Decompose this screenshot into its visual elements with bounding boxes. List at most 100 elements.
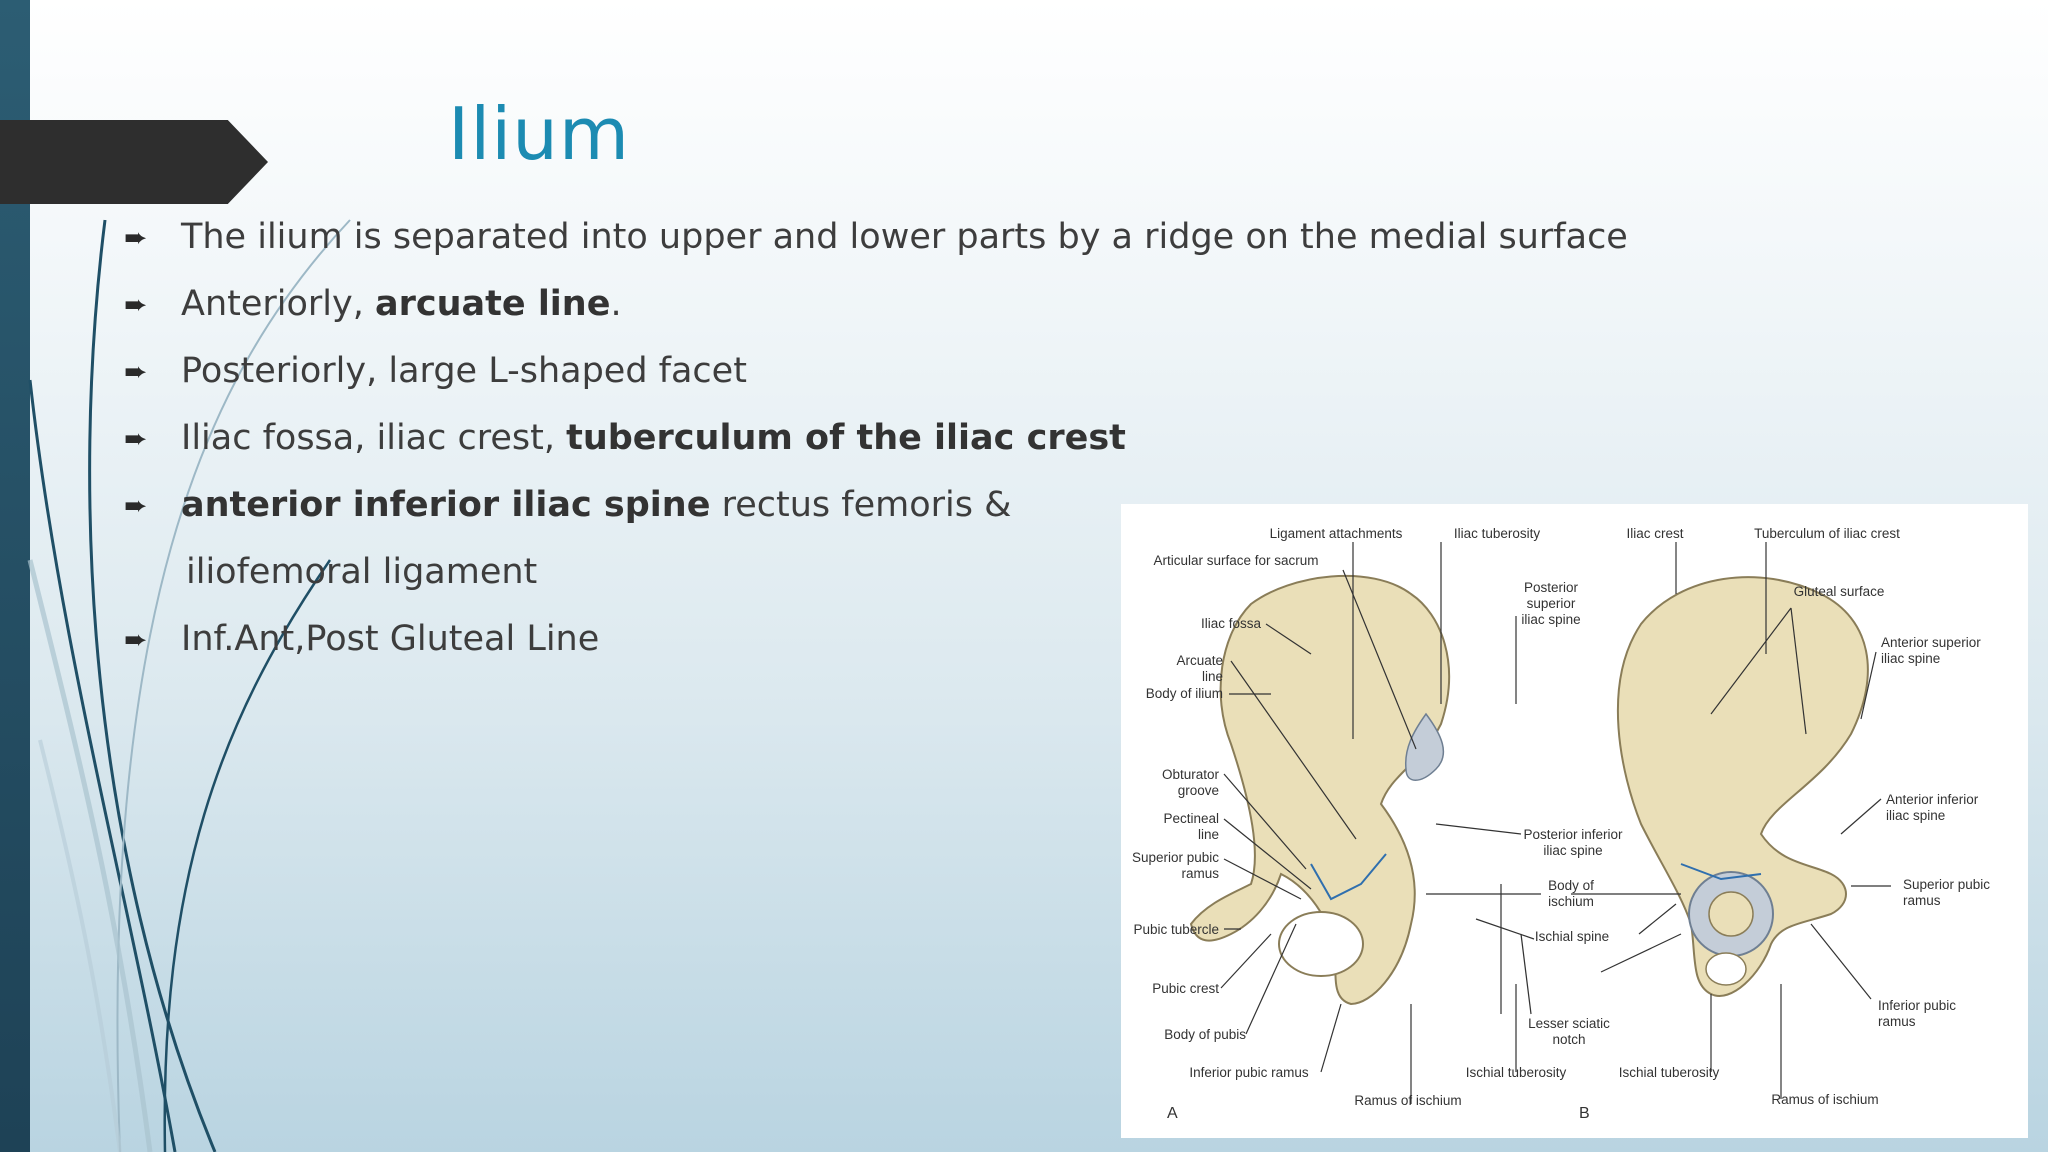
bullet-item: ➨Anteriorly, arcuate line. xyxy=(124,271,1624,338)
bullet-text-bold: arcuate line xyxy=(375,284,611,324)
leader-line xyxy=(1320,1003,1342,1073)
hip-bone-illustration: Ligament attachments Iliac tuberosity Ar… xyxy=(1132,526,1990,1122)
label-body-of-ilium: Body of ilium xyxy=(1146,686,1223,701)
bullet-text: Iliac fossa, iliac crest, tuberculum of … xyxy=(124,418,1126,458)
label-ligament-attachments: Ligament attachments xyxy=(1270,526,1403,541)
leader-line xyxy=(1342,569,1417,750)
bullet-text-part: rectus femoris & xyxy=(710,485,1012,525)
label-gluteal-surface: Gluteal surface xyxy=(1794,584,1885,599)
label-posterior-inferior-1: Posterior inferior xyxy=(1523,827,1623,842)
label-body-of-ischium-2: ischium xyxy=(1548,894,1594,909)
leader-line xyxy=(1520,933,1532,1015)
label-pubic-tubercle: Pubic tubercle xyxy=(1133,922,1219,937)
bullet-text-part: . xyxy=(610,284,622,324)
title-arrow-shape xyxy=(0,120,268,204)
label-ramus-of-ischium: Ramus of ischium xyxy=(1354,1093,1461,1108)
bullet-item: ➨ Inf.Ant,Post Gluteal Line xyxy=(124,606,1624,673)
decorative-curves xyxy=(27,219,351,1152)
pelvic-bone-figure: Ligament attachments Iliac tuberosity Ar… xyxy=(1121,504,2028,1138)
slide-title: Ilium xyxy=(448,92,631,176)
label-obturator-2: groove xyxy=(1178,783,1219,798)
label-inferior-pubic-ramus: Inferior pubic ramus xyxy=(1189,1065,1309,1080)
leader-line xyxy=(1475,918,1535,940)
bullet-arrow-icon: ➨ xyxy=(124,355,148,388)
bullet-item: ➨ Posteriorly, large L-shaped facet xyxy=(124,338,1624,405)
leader-line xyxy=(1810,923,1872,1000)
bullet-text: The ilium is separated into upper and lo… xyxy=(124,217,1628,257)
bullet-text-part: iliofemoral ligament xyxy=(186,552,538,592)
bullet-arrow-icon: ➨ xyxy=(124,288,148,321)
panel-label-b: B xyxy=(1579,1105,1590,1122)
label-lesser-sciatic-1: Lesser sciatic xyxy=(1528,1016,1610,1031)
label-pectineal-1: Pectineal xyxy=(1163,811,1219,826)
label-pectineal-2: line xyxy=(1198,827,1219,842)
bullet-text: Inf.Ant,Post Gluteal Line xyxy=(124,619,599,659)
label-superior-pubic-b-2: ramus xyxy=(1903,893,1941,908)
label-inferior-pubic-b-1: Inferior pubic xyxy=(1878,998,1956,1013)
label-pubic-crest: Pubic crest xyxy=(1152,981,1219,996)
label-posterior-superior-1: Posterior xyxy=(1524,580,1579,595)
bullet-arrow-icon: ➨ xyxy=(124,221,148,254)
bullet-text-bold: anterior inferior iliac spine xyxy=(181,485,711,525)
label-inferior-pubic-b-2: ramus xyxy=(1878,1014,1916,1029)
leader-line xyxy=(1790,607,1807,735)
label-aiis-1: Anterior inferior xyxy=(1886,792,1979,807)
bullet-text-bold: tuberculum of the iliac crest xyxy=(566,418,1126,458)
panel-label-a: A xyxy=(1167,1105,1178,1122)
hip-bone-medial-view xyxy=(1189,574,1450,1006)
label-posterior-superior-2: superior xyxy=(1527,596,1576,611)
leader-line xyxy=(1265,623,1312,655)
label-iliac-fossa: Iliac fossa xyxy=(1201,616,1262,631)
bullet-text-part: The ilium is separated into upper and lo… xyxy=(181,217,1628,257)
label-lesser-sciatic-2: notch xyxy=(1552,1032,1585,1047)
leader-line xyxy=(1223,858,1302,900)
bullet-text: Posteriorly, large L-shaped facet xyxy=(124,351,747,391)
label-aiis-2: iliac spine xyxy=(1886,808,1945,823)
label-ischial-tuberosity-b: Ischial tuberosity xyxy=(1619,1065,1720,1080)
label-posterior-superior-3: iliac spine xyxy=(1521,612,1580,627)
bullet-arrow-icon: ➨ xyxy=(124,623,148,656)
leader-line xyxy=(1860,651,1877,720)
leader-line xyxy=(1245,923,1297,1035)
bullet-arrow-icon: ➨ xyxy=(124,422,148,455)
bullet-item: ➨Iliac fossa, iliac crest, tuberculum of… xyxy=(124,405,1624,472)
label-arcuate-2: line xyxy=(1202,669,1223,684)
bullet-list: ➨ The ilium is separated into upper and l… xyxy=(124,204,1628,673)
label-superior-pubic-2: ramus xyxy=(1181,866,1219,881)
bullet-text: anterior inferior iliac spine rectus fem… xyxy=(124,485,1011,525)
leader-line xyxy=(1600,933,1682,973)
leader-line xyxy=(1230,660,1357,840)
leader-line xyxy=(1710,607,1792,715)
label-ischial-tuberosity: Ischial tuberosity xyxy=(1466,1065,1567,1080)
leader-line xyxy=(1840,798,1882,835)
label-body-of-pubis: Body of pubis xyxy=(1164,1027,1246,1042)
bullet-text-part: Iliac fossa, iliac crest, xyxy=(181,418,567,458)
bullet-text-part: Posteriorly, large L-shaped facet xyxy=(181,351,747,391)
hip-bone-lateral-view xyxy=(1616,576,1869,997)
bullet-text: Anteriorly, arcuate line. xyxy=(124,284,622,324)
bullet-continuation: iliofemoral ligament xyxy=(124,539,1624,606)
label-body-of-ischium-1: Body of xyxy=(1548,878,1594,893)
label-asis-1: Anterior superior xyxy=(1881,635,1981,650)
label-ramus-of-ischium-b: Ramus of ischium xyxy=(1771,1092,1878,1107)
bullet-item: ➨ The ilium is separated into upper and l… xyxy=(124,204,1628,271)
label-iliac-tuberosity: Iliac tuberosity xyxy=(1454,526,1541,541)
label-iliac-crest: Iliac crest xyxy=(1626,526,1683,541)
leader-line xyxy=(1638,903,1677,935)
bullet-text-part: Anteriorly, xyxy=(181,284,375,324)
leader-line xyxy=(1223,773,1307,870)
bullet-item: ➨anterior inferior iliac spine rectus fe… xyxy=(124,472,1624,539)
label-tuberculum-of-iliac-crest: Tuberculum of iliac crest xyxy=(1754,526,1900,541)
leader-line xyxy=(1220,933,1272,989)
label-superior-pubic-1: Superior pubic xyxy=(1132,850,1219,865)
bullet-text-part: Inf.Ant,Post Gluteal Line xyxy=(181,619,600,659)
label-posterior-inferior-2: iliac spine xyxy=(1543,843,1602,858)
leader-line xyxy=(1223,818,1312,890)
label-asis-2: iliac spine xyxy=(1881,651,1940,666)
bullet-text: iliofemoral ligament xyxy=(186,552,537,592)
leader-line xyxy=(1435,823,1522,835)
bullet-arrow-icon: ➨ xyxy=(124,489,148,522)
label-arcuate-1: Arcuate xyxy=(1176,653,1223,668)
label-ischial-spine: Ischial spine xyxy=(1535,929,1609,944)
label-obturator-1: Obturator xyxy=(1162,767,1220,782)
